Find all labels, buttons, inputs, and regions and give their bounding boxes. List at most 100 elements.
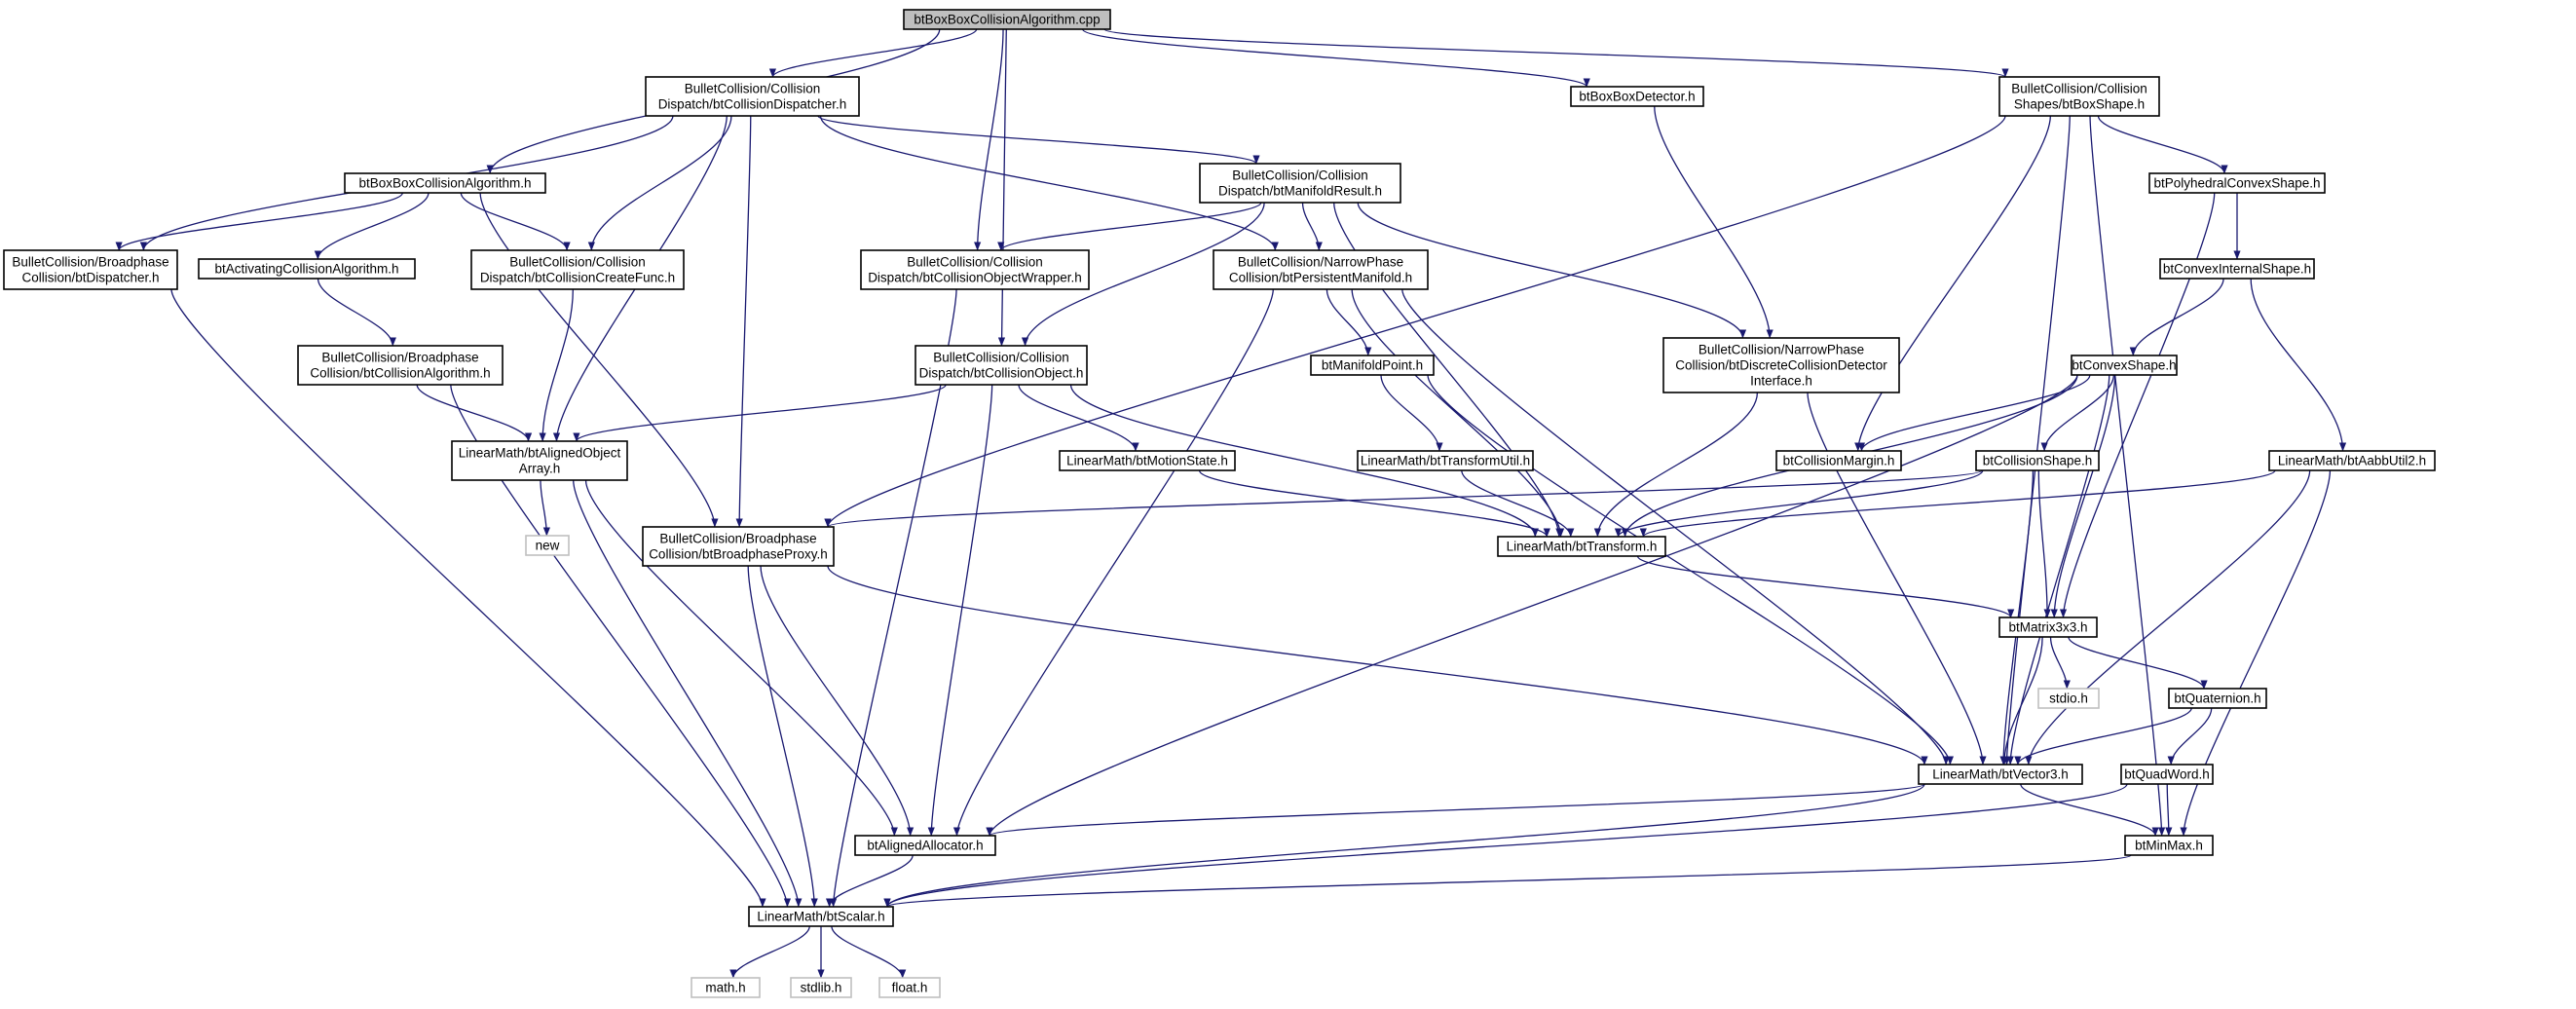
node-label-line: BulletCollision/Broadphase xyxy=(659,532,816,546)
node-label-line: LinearMath/btAabbUtil2.h xyxy=(2278,454,2426,468)
node-boxBoxAlgH[interactable]: btBoxBoxCollisionAlgorithm.h xyxy=(344,172,546,194)
node-manifoldResult[interactable]: BulletCollision/CollisionDispatch/btMani… xyxy=(1199,163,1401,204)
node-label-line: Collision/btBroadphaseProxy.h xyxy=(649,547,828,562)
edge-matrix3x3-to-stdio xyxy=(2049,636,2071,690)
node-box xyxy=(748,906,894,927)
node-box xyxy=(1998,76,2160,117)
node-label-line: BulletCollision/Collision xyxy=(2011,82,2147,96)
node-box xyxy=(1357,450,1534,471)
node-box xyxy=(2037,688,2100,709)
node-label-line: btQuadWord.h xyxy=(2124,767,2210,782)
edge-motionState-to-transform xyxy=(1198,469,1550,538)
node-newH[interactable]: new xyxy=(525,535,570,556)
edge-alignedArray-to-newH xyxy=(540,479,550,537)
node-minMax[interactable]: btMinMax.h xyxy=(2124,835,2214,856)
node-stdlib[interactable]: stdlib.h xyxy=(790,977,852,998)
edge-activating-to-collAlgorithm xyxy=(317,278,396,347)
node-label-line: btQuaternion.h xyxy=(2174,691,2260,706)
node-manifoldPoint[interactable]: btManifoldPoint.h xyxy=(1310,355,1435,376)
node-box xyxy=(1775,450,1902,471)
node-activating[interactable]: btActivatingCollisionAlgorithm.h xyxy=(198,258,416,280)
edge-collObject-to-motionState xyxy=(1018,384,1139,452)
edge-vector3-to-scalar xyxy=(883,783,1925,908)
node-aabbUtil[interactable]: LinearMath/btAabbUtil2.h xyxy=(2268,450,2436,471)
node-label-line: Array.h xyxy=(519,462,561,476)
node-collMargin[interactable]: btCollisionMargin.h xyxy=(1775,450,1902,471)
node-collAlgorithm[interactable]: BulletCollision/BroadphaseCollision/btCo… xyxy=(297,345,504,386)
node-label-line: LinearMath/btTransformUtil.h xyxy=(1361,454,1530,468)
node-label-line: LinearMath/btMotionState.h xyxy=(1066,454,1228,468)
edge-persistentManifold-to-alignedAllocator xyxy=(952,288,1274,837)
edge-manifoldPoint-to-vector3 xyxy=(1427,374,1954,766)
edge-quadWord-to-minMax xyxy=(2165,783,2173,837)
node-box xyxy=(2159,258,2315,280)
node-vector3[interactable]: LinearMath/btVector3.h xyxy=(1918,764,2083,785)
edge-quaternion-to-quadWord xyxy=(2167,707,2213,766)
node-label-line: BulletCollision/Collision xyxy=(907,255,1043,270)
edge-persistentManifold-to-transform xyxy=(1351,288,1565,538)
edge-quadWord-to-scalar xyxy=(883,783,2128,908)
node-bpProxy[interactable]: BulletCollision/BroadphaseCollision/btBr… xyxy=(642,526,835,567)
edge-collObject-to-alignedArray xyxy=(573,384,947,442)
node-box xyxy=(3,249,178,290)
node-label-line: BulletCollision/Broadphase xyxy=(12,255,168,270)
node-motionState[interactable]: LinearMath/btMotionState.h xyxy=(1059,450,1236,471)
node-box xyxy=(1918,764,2083,785)
node-root[interactable]: btBoxBoxCollisionAlgorithm.cpp xyxy=(903,9,1111,30)
node-box xyxy=(642,526,835,567)
node-box xyxy=(470,249,685,290)
node-boxBoxDetector[interactable]: btBoxBoxDetector.h xyxy=(1570,86,1704,107)
node-collObject[interactable]: BulletCollision/CollisionDispatch/btColl… xyxy=(915,345,1088,386)
edge-alignedArray-to-scalar xyxy=(573,479,803,908)
node-label-line: btManifoldPoint.h xyxy=(1322,358,1423,373)
edge-boxBoxAlgH-to-activating xyxy=(314,192,429,260)
node-transform[interactable]: LinearMath/btTransform.h xyxy=(1497,536,1666,557)
node-createFunc[interactable]: BulletCollision/CollisionDispatch/btColl… xyxy=(470,249,685,290)
edge-convexShape-to-collMargin xyxy=(1857,374,2091,452)
node-dispatcherH[interactable]: BulletCollision/CollisionDispatch/btColl… xyxy=(645,76,860,117)
node-bpDispatcher[interactable]: BulletCollision/BroadphaseCollision/btDi… xyxy=(3,249,178,290)
edge-convexInternal-to-convexShape xyxy=(2129,278,2224,356)
node-discreteDetector[interactable]: BulletCollision/NarrowPhaseCollision/btD… xyxy=(1662,337,1900,393)
node-floatH[interactable]: float.h xyxy=(878,977,941,998)
edge-convexShape-to-vector3 xyxy=(2006,374,2110,766)
node-box xyxy=(860,249,1090,290)
node-quaternion[interactable]: btQuaternion.h xyxy=(2168,688,2267,709)
edge-dispatcherH-to-persistentManifold xyxy=(819,115,1279,251)
node-box xyxy=(2120,764,2214,785)
node-label-line: Dispatch/btManifoldResult.h xyxy=(1218,184,1382,199)
node-mathH[interactable]: math.h xyxy=(691,977,761,998)
node-boxShape[interactable]: BulletCollision/CollisionShapes/btBoxSha… xyxy=(1998,76,2160,117)
edge-boxShape-to-bpProxy xyxy=(824,115,2006,528)
node-box xyxy=(451,440,628,481)
edge-collObject-to-alignedAllocator xyxy=(927,384,993,837)
node-collShape[interactable]: btCollisionShape.h xyxy=(1975,450,2100,471)
node-label-line: Collision/btPersistentManifold.h xyxy=(1229,271,1412,285)
node-convexShape[interactable]: btConvexShape.h xyxy=(2071,355,2178,376)
node-box xyxy=(2071,355,2178,376)
edge-boxShape-to-vector3 xyxy=(2002,115,2071,766)
edge-collShape-to-matrix3x3 xyxy=(2037,469,2051,618)
node-matrix3x3[interactable]: btMatrix3x3.h xyxy=(1998,617,2098,638)
edge-bpProxy-to-scalar xyxy=(747,565,818,908)
node-box xyxy=(1570,86,1704,107)
node-transformUtil[interactable]: LinearMath/btTransformUtil.h xyxy=(1357,450,1534,471)
node-label-line: math.h xyxy=(705,981,745,995)
edge-discreteDetector-to-vector3 xyxy=(1807,392,1987,766)
node-box xyxy=(525,535,570,556)
node-scalar[interactable]: LinearMath/btScalar.h xyxy=(748,906,894,927)
edge-transformUtil-to-transform xyxy=(1461,469,1575,538)
node-quadWord[interactable]: btQuadWord.h xyxy=(2120,764,2214,785)
node-stdio[interactable]: stdio.h xyxy=(2037,688,2100,709)
edge-scalar-to-floatH xyxy=(831,925,907,979)
node-alignedAllocator[interactable]: btAlignedAllocator.h xyxy=(854,835,996,856)
node-convexInternal[interactable]: btConvexInternalShape.h xyxy=(2159,258,2315,280)
node-box xyxy=(1497,536,1666,557)
node-persistentManifold[interactable]: BulletCollision/NarrowPhaseCollision/btP… xyxy=(1213,249,1429,290)
node-objWrapper[interactable]: BulletCollision/CollisionDispatch/btColl… xyxy=(860,249,1090,290)
node-polyhedral[interactable]: btPolyhedralConvexShape.h xyxy=(2148,172,2326,194)
edge-createFunc-to-alignedArray xyxy=(539,288,574,442)
node-label-line: BulletCollision/Collision xyxy=(1232,168,1368,183)
node-label-line: LinearMath/btVector3.h xyxy=(1932,767,2069,782)
